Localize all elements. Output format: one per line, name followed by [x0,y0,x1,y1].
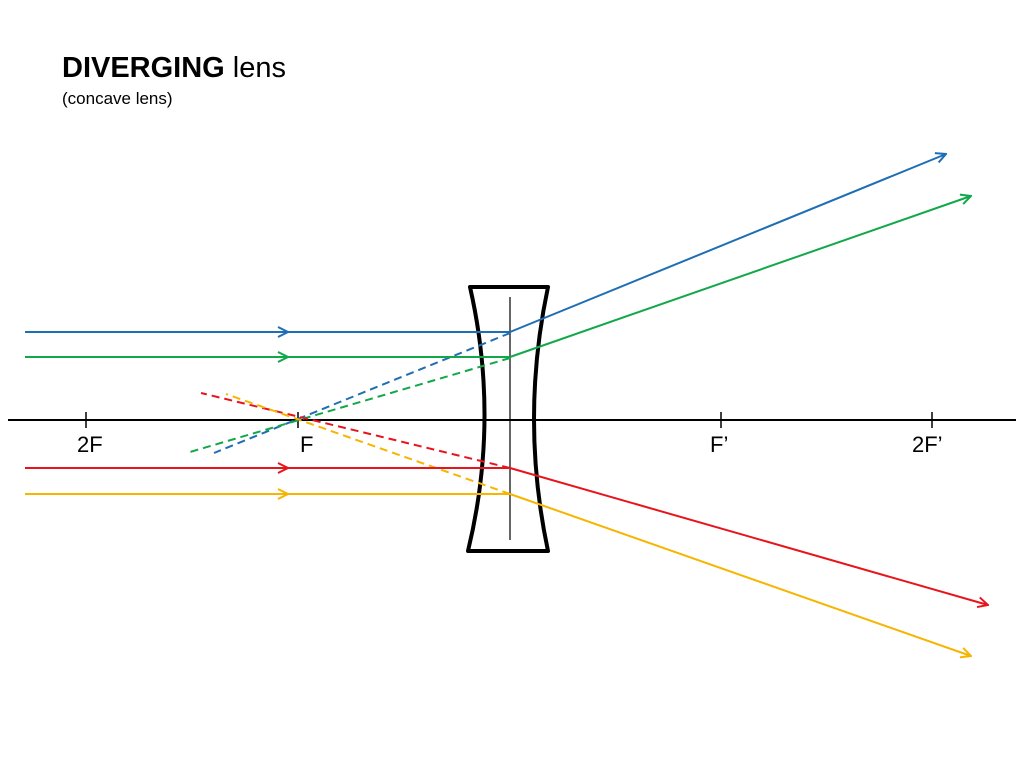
label-2f-prime: 2F’ [912,432,943,457]
green-virtual-ray [189,357,511,453]
yellow-refracted-ray [509,493,971,656]
title-emphasis: DIVERGING [62,52,225,84]
title-block: DIVERGING lens (concave lens) [62,50,286,110]
red-refracted-ray [509,467,988,605]
blue-refracted-ray [509,154,946,333]
page-subtitle: (concave lens) [62,89,173,108]
red-virtual-ray [200,392,511,469]
label-f: F [300,432,313,457]
concave-lens [466,285,550,553]
title-rest: lens [224,52,287,84]
page-title: DIVERGING lens [62,50,286,86]
label-f-prime: F’ [710,432,728,457]
blue-virtual-ray [213,332,511,454]
yellow-virtual-ray [225,393,511,495]
green-refracted-ray [509,196,971,358]
label-2f: 2F [77,432,103,457]
